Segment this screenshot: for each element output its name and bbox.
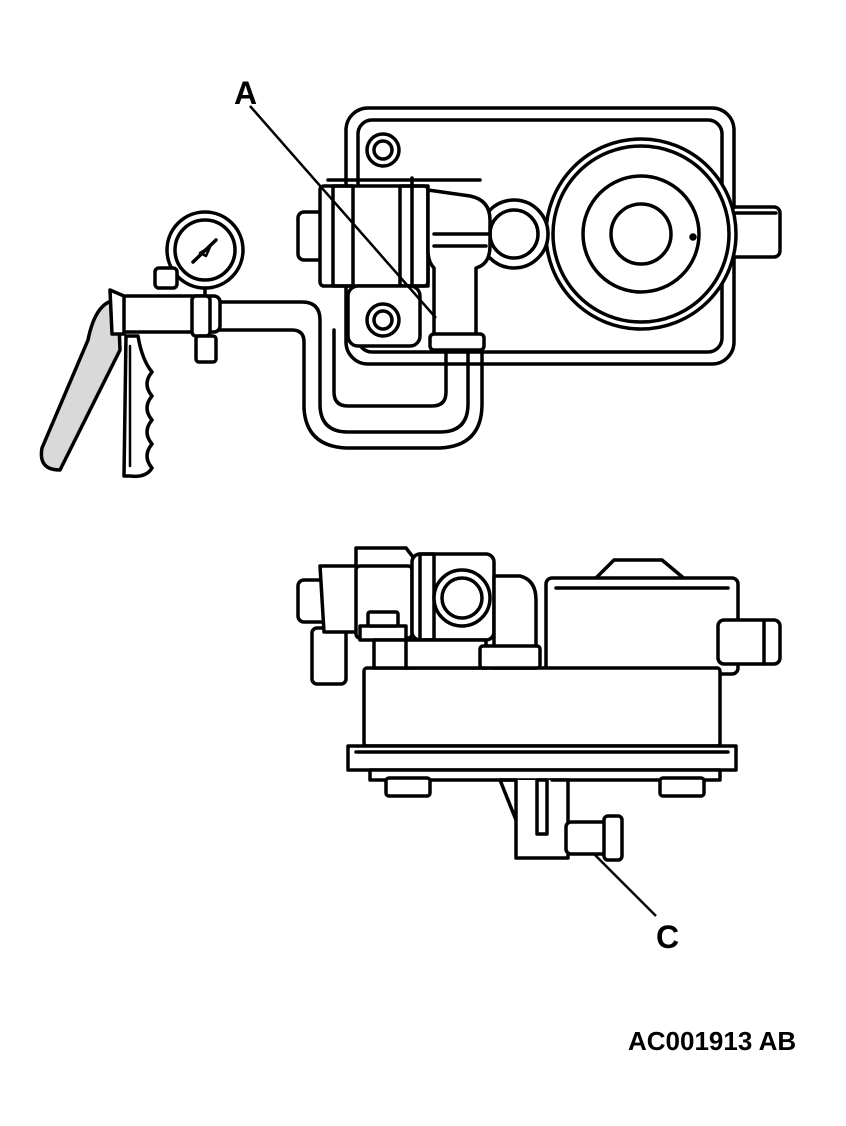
top-view-assembly xyxy=(39,105,782,479)
callout-label-c: C xyxy=(656,919,679,955)
solenoid-valve-a xyxy=(296,176,492,352)
vacuum-hose xyxy=(203,300,484,450)
canister-side xyxy=(544,558,782,676)
hand-vacuum-pump xyxy=(39,210,245,479)
side-view-assembly xyxy=(296,546,782,917)
lower-port-c xyxy=(498,778,624,862)
base-block xyxy=(346,666,738,798)
leader-line-c xyxy=(593,853,657,917)
valve-side-block xyxy=(296,546,542,686)
leader-line-a xyxy=(249,105,437,319)
callout-label-a: A xyxy=(234,75,257,111)
figure-id: AC001913 AB xyxy=(628,1026,796,1056)
canister-housing xyxy=(544,137,782,331)
